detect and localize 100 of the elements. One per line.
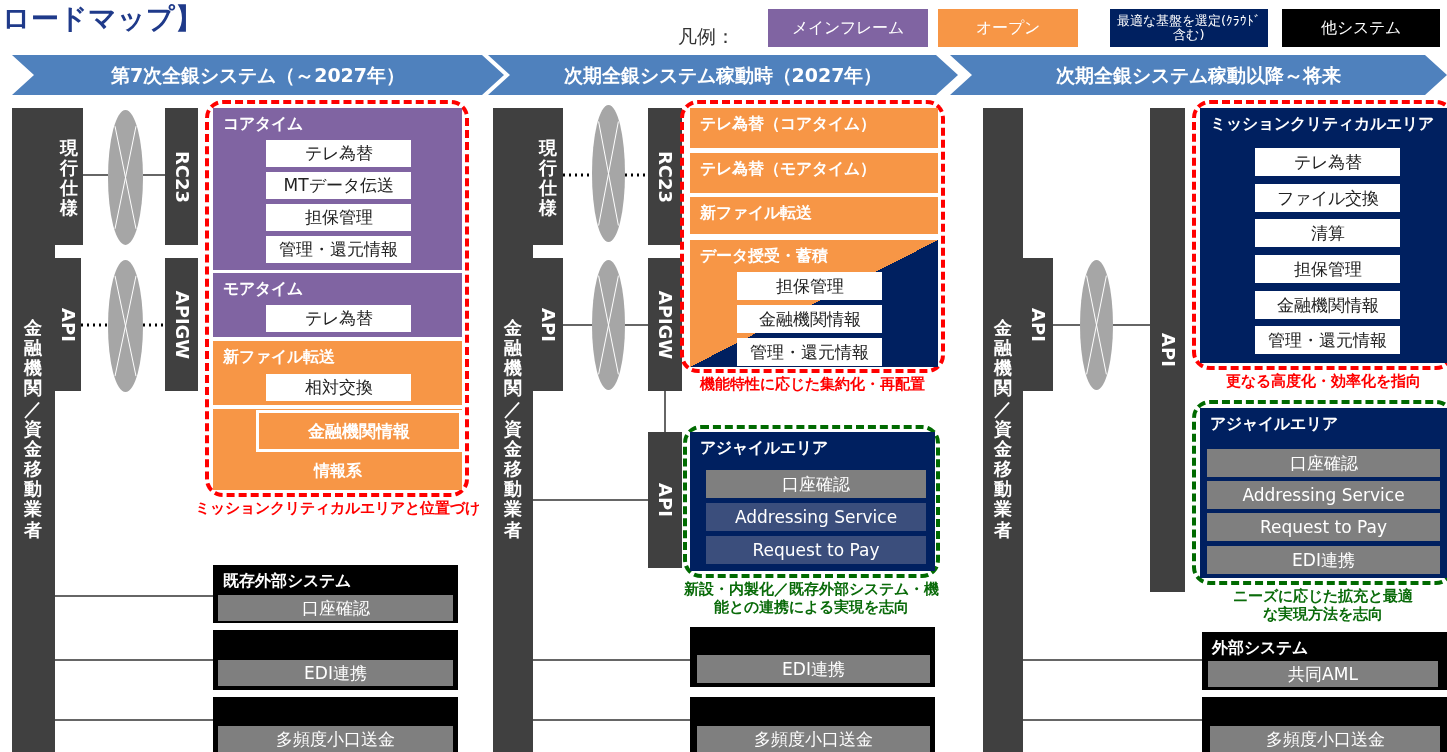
function-box: 多頻度小口送金 (1210, 726, 1440, 752)
interface-box: RC23 (648, 108, 682, 245)
connector-line (143, 323, 165, 327)
function-box: EDI連携 (218, 660, 453, 686)
region-caption: ニーズに応じた拡充と最適な実現方法を志向 (1233, 587, 1413, 623)
function-box: 管理・還元情報 (737, 338, 882, 366)
system-box (690, 627, 935, 687)
interface-box: API (533, 258, 563, 391)
region-caption: ミッションクリティカルエリアと位置づけ (194, 499, 480, 517)
connector-line (1112, 324, 1151, 326)
connector-line (142, 174, 166, 176)
function-box: EDI連携 (697, 655, 930, 683)
connector-line (625, 173, 648, 177)
function-box: 口座確認 (706, 470, 926, 498)
function-box: ファイル交換 (1255, 184, 1400, 212)
page-title: ロードマップ】 (2, 1, 203, 37)
interface-box: API (55, 258, 81, 391)
function-box: 管理・還元情報 (266, 236, 411, 263)
system-box (1202, 632, 1447, 690)
legend-label: 最適な基盤を選定(ｸﾗｳﾄﾞ含む) (1116, 13, 1262, 43)
system-box (213, 273, 462, 337)
connector-line (624, 324, 649, 326)
system-box (213, 630, 458, 690)
function-box: Request to Pay (1207, 513, 1440, 541)
legend-label: 他システム (1320, 19, 1402, 37)
stage-banner (488, 55, 958, 95)
system-box (690, 108, 938, 148)
box-heading: テレ為替（モアタイム） (700, 159, 876, 180)
box-heading: アジャイルエリア (1210, 414, 1338, 435)
connector-line (54, 719, 214, 721)
network-symbol (592, 105, 625, 242)
function-box: Request to Pay (706, 536, 926, 564)
interface-box: APIGW (648, 258, 682, 391)
banner-label: 第7次全銀システム（～2027年） (109, 63, 407, 88)
participant-bar: 金融機関／資金移動業者 (983, 108, 1023, 752)
function-box: MTデータ伝送 (266, 172, 411, 199)
connector-line (1052, 324, 1081, 326)
function-box: 担保管理 (266, 204, 411, 231)
region-caption: 新設・内製化／既存外部システム・機能との連携による実現を志向 (683, 580, 940, 616)
region-caption: 機能特性に応じた集約化・再配置 (700, 375, 925, 393)
connector-line (563, 173, 592, 177)
system-box (213, 697, 458, 752)
connector-line (532, 719, 691, 721)
connector-line (664, 390, 666, 433)
function-box: テレ為替 (1255, 148, 1400, 176)
function-box: EDI連携 (1207, 546, 1440, 574)
system-box (690, 153, 938, 193)
interface-box: APIGW (165, 258, 198, 391)
connector-line (54, 659, 214, 661)
system-box (1202, 697, 1447, 752)
network-symbol (108, 260, 143, 392)
participant-bar: 金融機関／資金移動業者 (12, 108, 55, 752)
function-box: 多頻度小口送金 (697, 726, 930, 752)
function-box: 担保管理 (1255, 255, 1400, 283)
function-box: 金融機関情報 (256, 410, 462, 452)
box-heading: アジャイルエリア (700, 438, 828, 459)
function-box: 口座確認 (218, 595, 453, 621)
function-box: 口座確認 (1207, 449, 1440, 477)
connector-line (1022, 719, 1203, 721)
network-symbol (1080, 260, 1113, 390)
interface-box: API (1023, 258, 1053, 391)
system-box (213, 565, 458, 623)
box-heading: 既存外部システム (223, 571, 351, 592)
interface-box: RC23 (165, 108, 198, 245)
box-heading: 新ファイル転送 (223, 347, 335, 368)
interface-box: API (648, 432, 682, 568)
system-box (213, 108, 462, 270)
network-symbol (108, 110, 143, 245)
system-box (213, 409, 462, 490)
connector-line (532, 499, 649, 501)
connector-line (532, 659, 691, 661)
stage-banner (12, 55, 504, 95)
box-heading: テレ為替（コアタイム） (700, 114, 876, 135)
banner-label: 次期全銀システム稼動以降～将来 (1055, 63, 1342, 88)
banner-label: 次期全銀システム稼動時（2027年） (562, 63, 884, 88)
function-box: 金融機関情報 (737, 305, 882, 333)
interface-box: 現行仕様 (55, 108, 83, 245)
region-caption: 更なる高度化・効率化を指向 (1225, 372, 1421, 390)
function-box: 多頻度小口送金 (218, 726, 453, 752)
stage-banner (950, 55, 1447, 95)
function-box: 相対交換 (266, 374, 411, 401)
box-heading: モアタイム (223, 279, 303, 300)
function-box: 金融機関情報 (1255, 291, 1400, 319)
connector-line (562, 324, 593, 326)
function-box: テレ為替 (266, 305, 411, 332)
function-box: 担保管理 (737, 272, 882, 300)
interface-box: 現行仕様 (533, 108, 563, 245)
box-heading: ミッションクリティカルエリア (1210, 114, 1434, 135)
function-box: 共同AML (1208, 661, 1438, 687)
system-box (690, 197, 938, 234)
legend-heading: 凡例： (678, 24, 735, 49)
participant-bar: 金融機関／資金移動業者 (493, 108, 533, 752)
network-symbol (592, 260, 625, 390)
box-heading: コアタイム (223, 114, 303, 135)
connector-line (1022, 659, 1203, 661)
system-box (690, 697, 935, 752)
interface-box: API (1150, 108, 1185, 592)
legend-label: メインフレーム (791, 19, 905, 37)
function-box: テレ為替 (266, 140, 411, 167)
box-heading: 新ファイル転送 (700, 203, 812, 224)
